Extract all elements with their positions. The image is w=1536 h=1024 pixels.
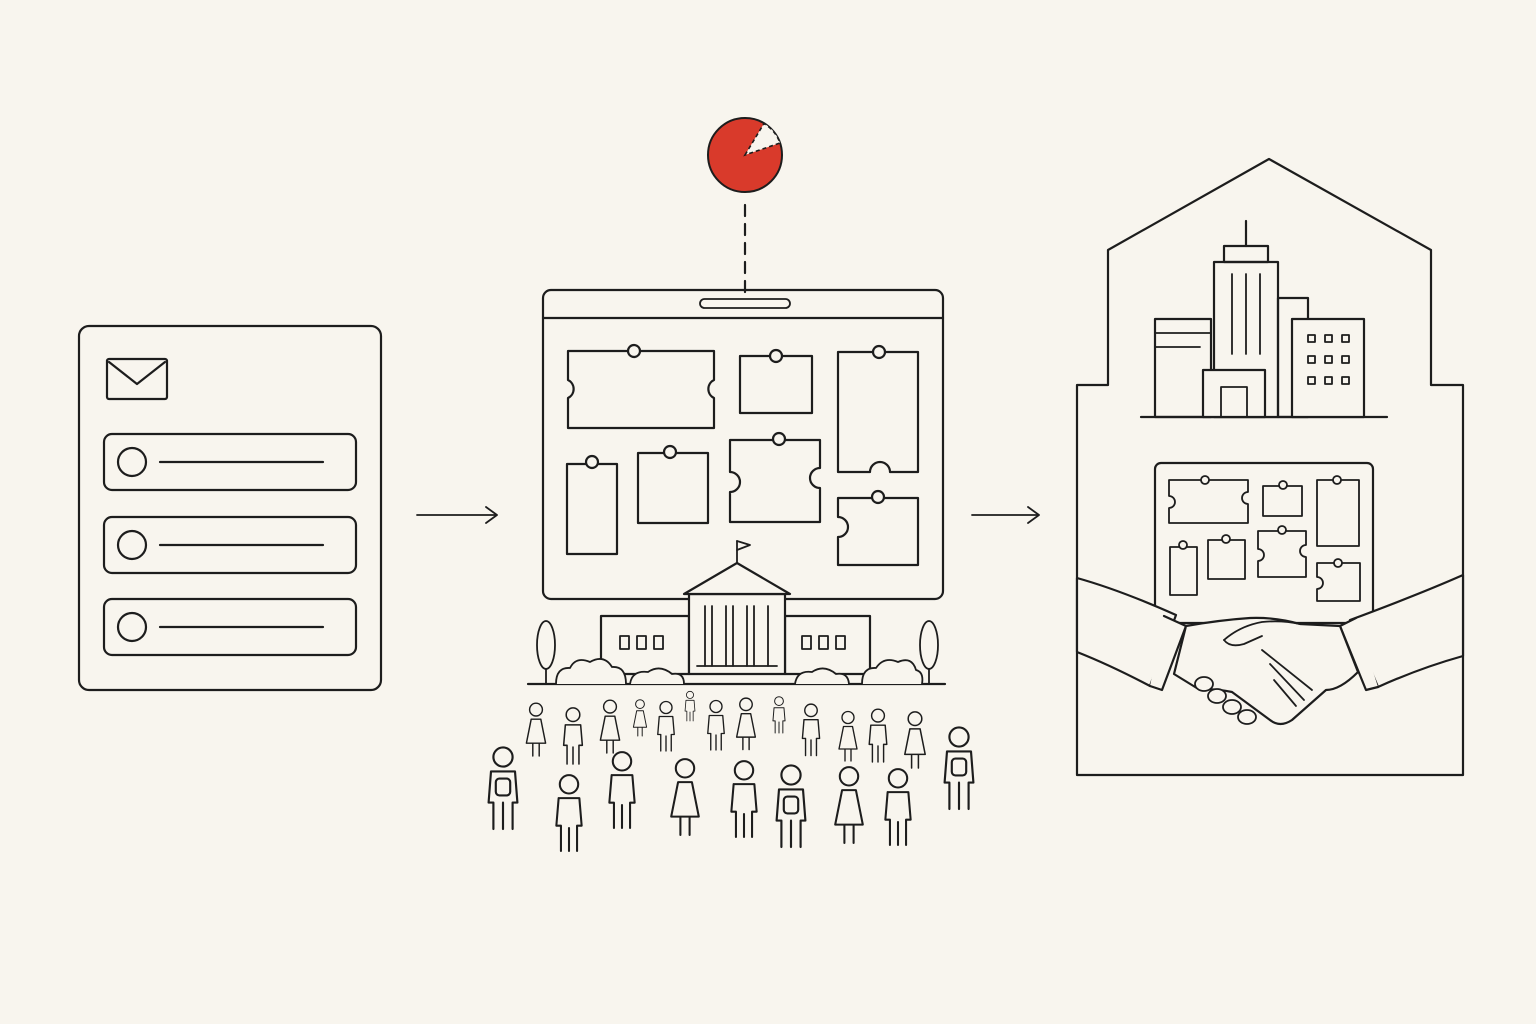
puzzle-board-icon	[541, 288, 945, 601]
radio-option-icon[interactable]	[116, 446, 148, 478]
form-card	[77, 324, 383, 692]
envelope-icon	[105, 357, 169, 401]
arrow-right-icon	[416, 506, 498, 524]
puzzle-piece	[738, 348, 814, 415]
arrow-right-icon	[971, 506, 1040, 524]
school-building-icon	[526, 540, 947, 686]
puzzle-piece	[836, 344, 920, 474]
form-option-3[interactable]	[102, 597, 358, 657]
city-buildings-icon	[1139, 219, 1389, 419]
handshake-icon	[1075, 573, 1465, 726]
puzzle-piece	[836, 489, 920, 567]
radio-option-icon[interactable]	[116, 529, 148, 561]
form-option-1[interactable]	[102, 432, 358, 492]
pie-chart-icon	[707, 117, 783, 193]
form-option-2[interactable]	[102, 515, 358, 575]
radio-option-icon[interactable]	[116, 611, 148, 643]
puzzle-piece	[566, 343, 716, 430]
puzzle-board-icon	[1153, 461, 1375, 625]
people-crowd-icon	[487, 690, 975, 853]
puzzle-piece	[565, 454, 619, 556]
puzzle-piece	[728, 431, 822, 524]
puzzle-piece	[636, 444, 710, 525]
